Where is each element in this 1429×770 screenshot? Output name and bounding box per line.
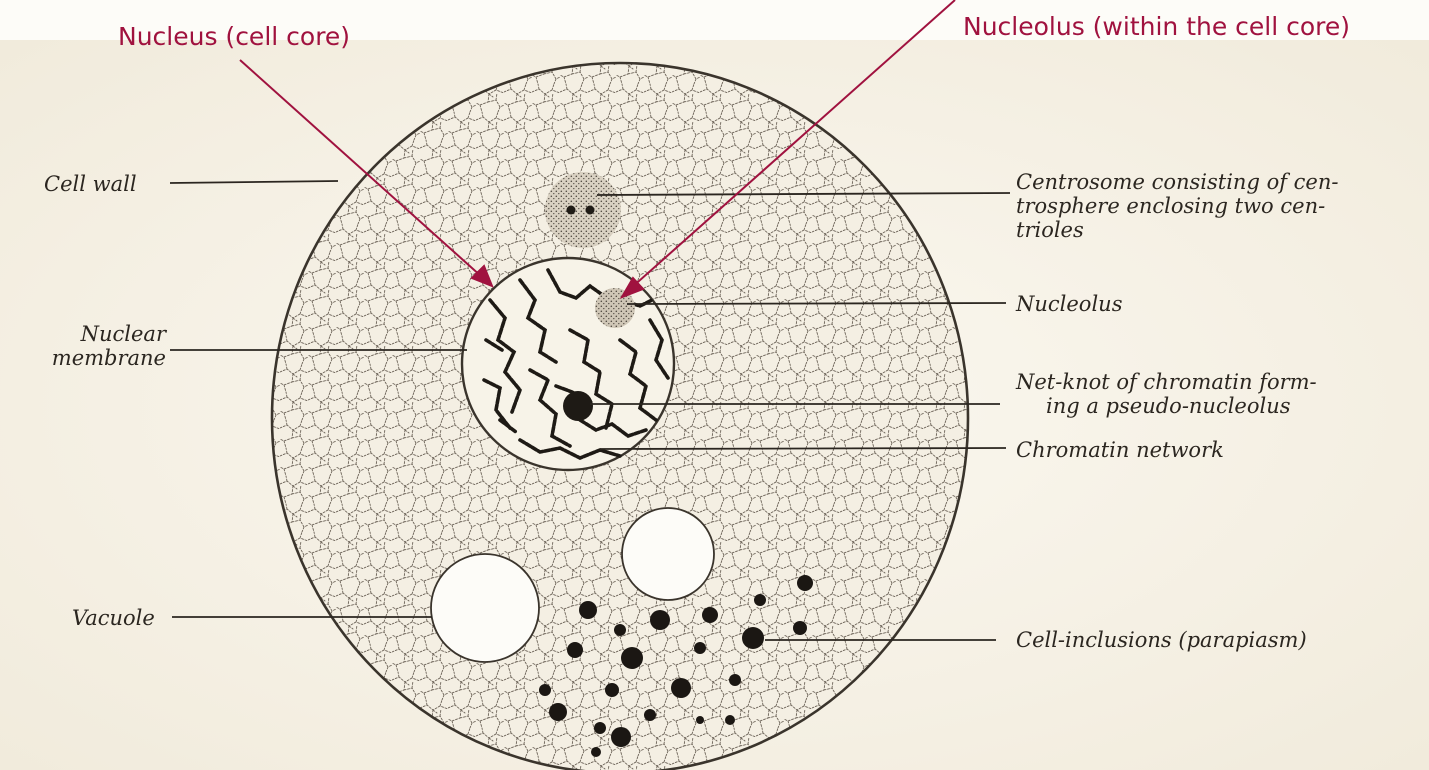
label-centrosome-line: Centrosome consisting of cen- xyxy=(1016,170,1338,194)
label-centrosome-line: trosphere enclosing two cen- xyxy=(1016,194,1338,218)
label-centrosome: Centrosome consisting of cen- trosphere … xyxy=(1016,170,1338,242)
nucleolus-annotation: Nucleolus (within the cell core) xyxy=(963,12,1350,42)
vacuole xyxy=(622,508,714,600)
centrosome xyxy=(545,172,621,248)
label-cell-inclusions: Cell-inclusions (parapiasm) xyxy=(1016,628,1307,652)
centriole xyxy=(567,206,576,215)
label-nuclear-membrane: Nuclear membrane xyxy=(10,322,166,370)
label-nuclear-membrane-line: Nuclear xyxy=(10,322,166,346)
label-cell-wall: Cell wall xyxy=(44,172,137,196)
label-nuclear-membrane-line: membrane xyxy=(10,346,166,370)
label-net-knot-line: Net-knot of chromatin form- xyxy=(1016,370,1317,394)
label-chromatin-network: Chromatin network xyxy=(1016,438,1224,462)
label-nucleolus: Nucleolus xyxy=(1016,292,1122,316)
chromatin-network-leader xyxy=(600,448,1006,449)
label-net-knot: Net-knot of chromatin form- ing a pseudo… xyxy=(1016,370,1317,418)
vacuole xyxy=(431,554,539,662)
nucleus-annotation: Nucleus (cell core) xyxy=(118,22,350,52)
label-centrosome-line: trioles xyxy=(1016,218,1338,242)
centriole xyxy=(586,206,595,215)
net-knot xyxy=(563,391,593,421)
nucleolus-leader xyxy=(627,303,1006,304)
label-vacuole: Vacuole xyxy=(72,606,155,630)
label-net-knot-line: ing a pseudo-nucleolus xyxy=(1016,394,1317,418)
